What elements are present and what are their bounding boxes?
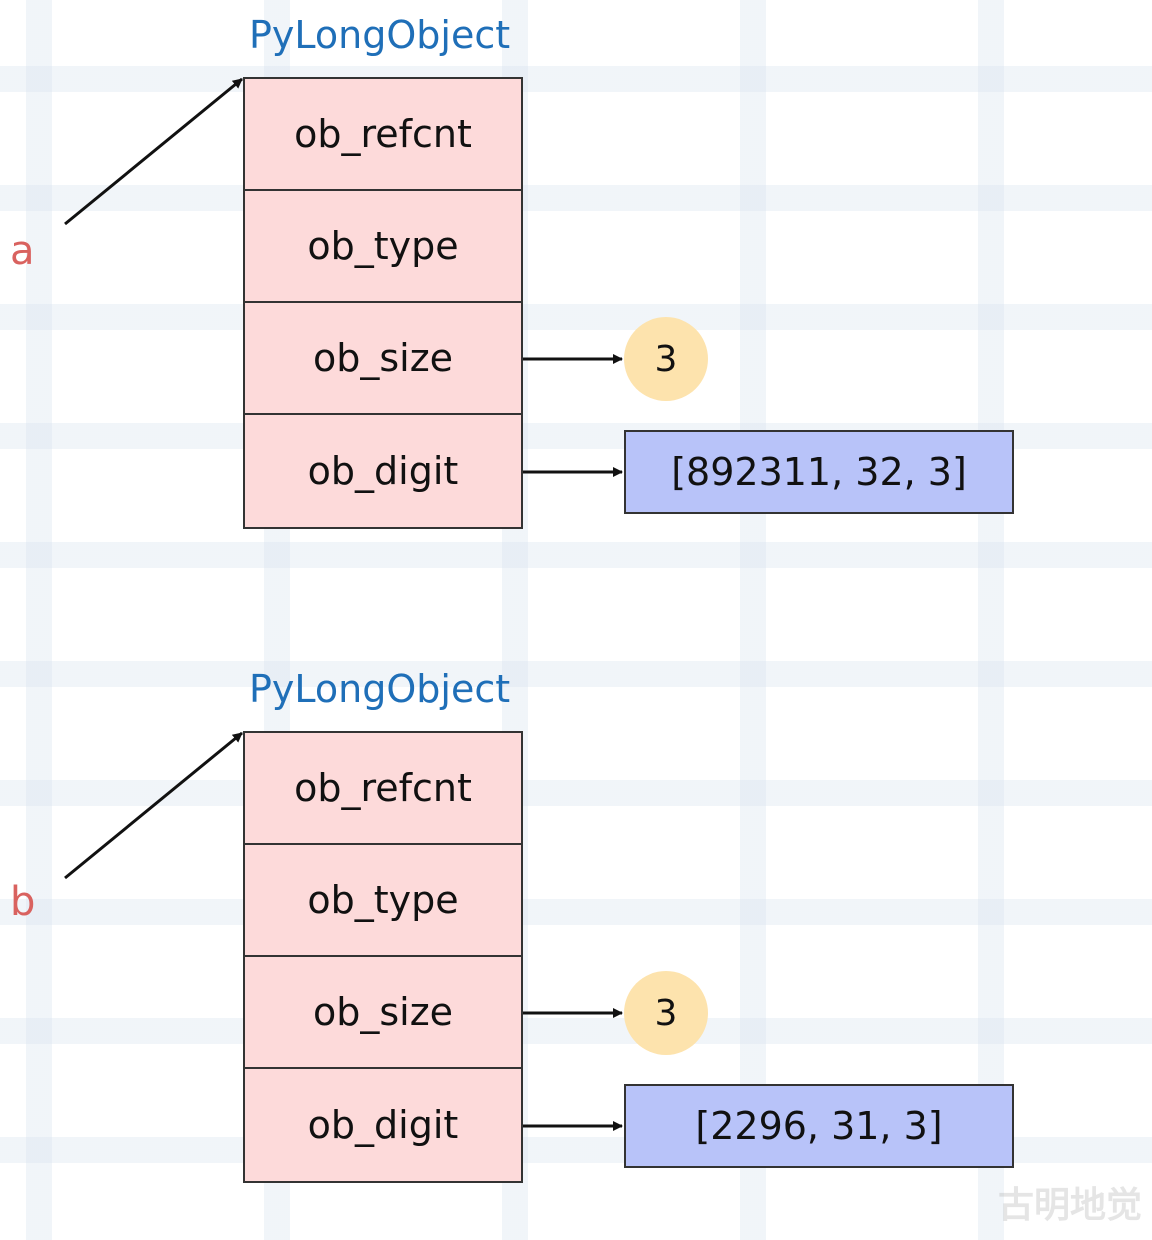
variable-label-b: b: [10, 879, 36, 925]
field-ob-digit: ob_digit: [307, 1103, 459, 1147]
ob-digit-array-a: [892311, 32, 3]: [624, 430, 1014, 514]
struct-box-b: ob_refcnt ob_type ob_size ob_digit: [243, 731, 523, 1183]
ob-size-value-a: 3: [624, 317, 708, 401]
ob-size-value-b: 3: [624, 971, 708, 1055]
field-ob-size: ob_size: [245, 957, 521, 1069]
pointer-arrow-b: [64, 731, 243, 880]
watermark: 古明地觉: [997, 1185, 1142, 1226]
field-ob-type: ob_type: [245, 191, 521, 303]
field-ob-refcnt: ob_refcnt: [245, 733, 521, 845]
field-ob-digit: ob_digit: [307, 449, 459, 493]
field-ob-type: ob_type: [245, 845, 521, 957]
type-title-a: PyLongObject: [249, 13, 511, 57]
ob-digit-array-b: [2296, 31, 3]: [624, 1084, 1014, 1168]
type-title-b: PyLongObject: [249, 667, 511, 711]
field-ob-size: ob_size: [245, 303, 521, 415]
variable-label-a: a: [10, 228, 35, 274]
field-ob-refcnt: ob_refcnt: [245, 79, 521, 191]
pointer-arrow-a: [64, 77, 243, 226]
struct-box-a: ob_refcnt ob_type ob_size ob_digit: [243, 77, 523, 529]
